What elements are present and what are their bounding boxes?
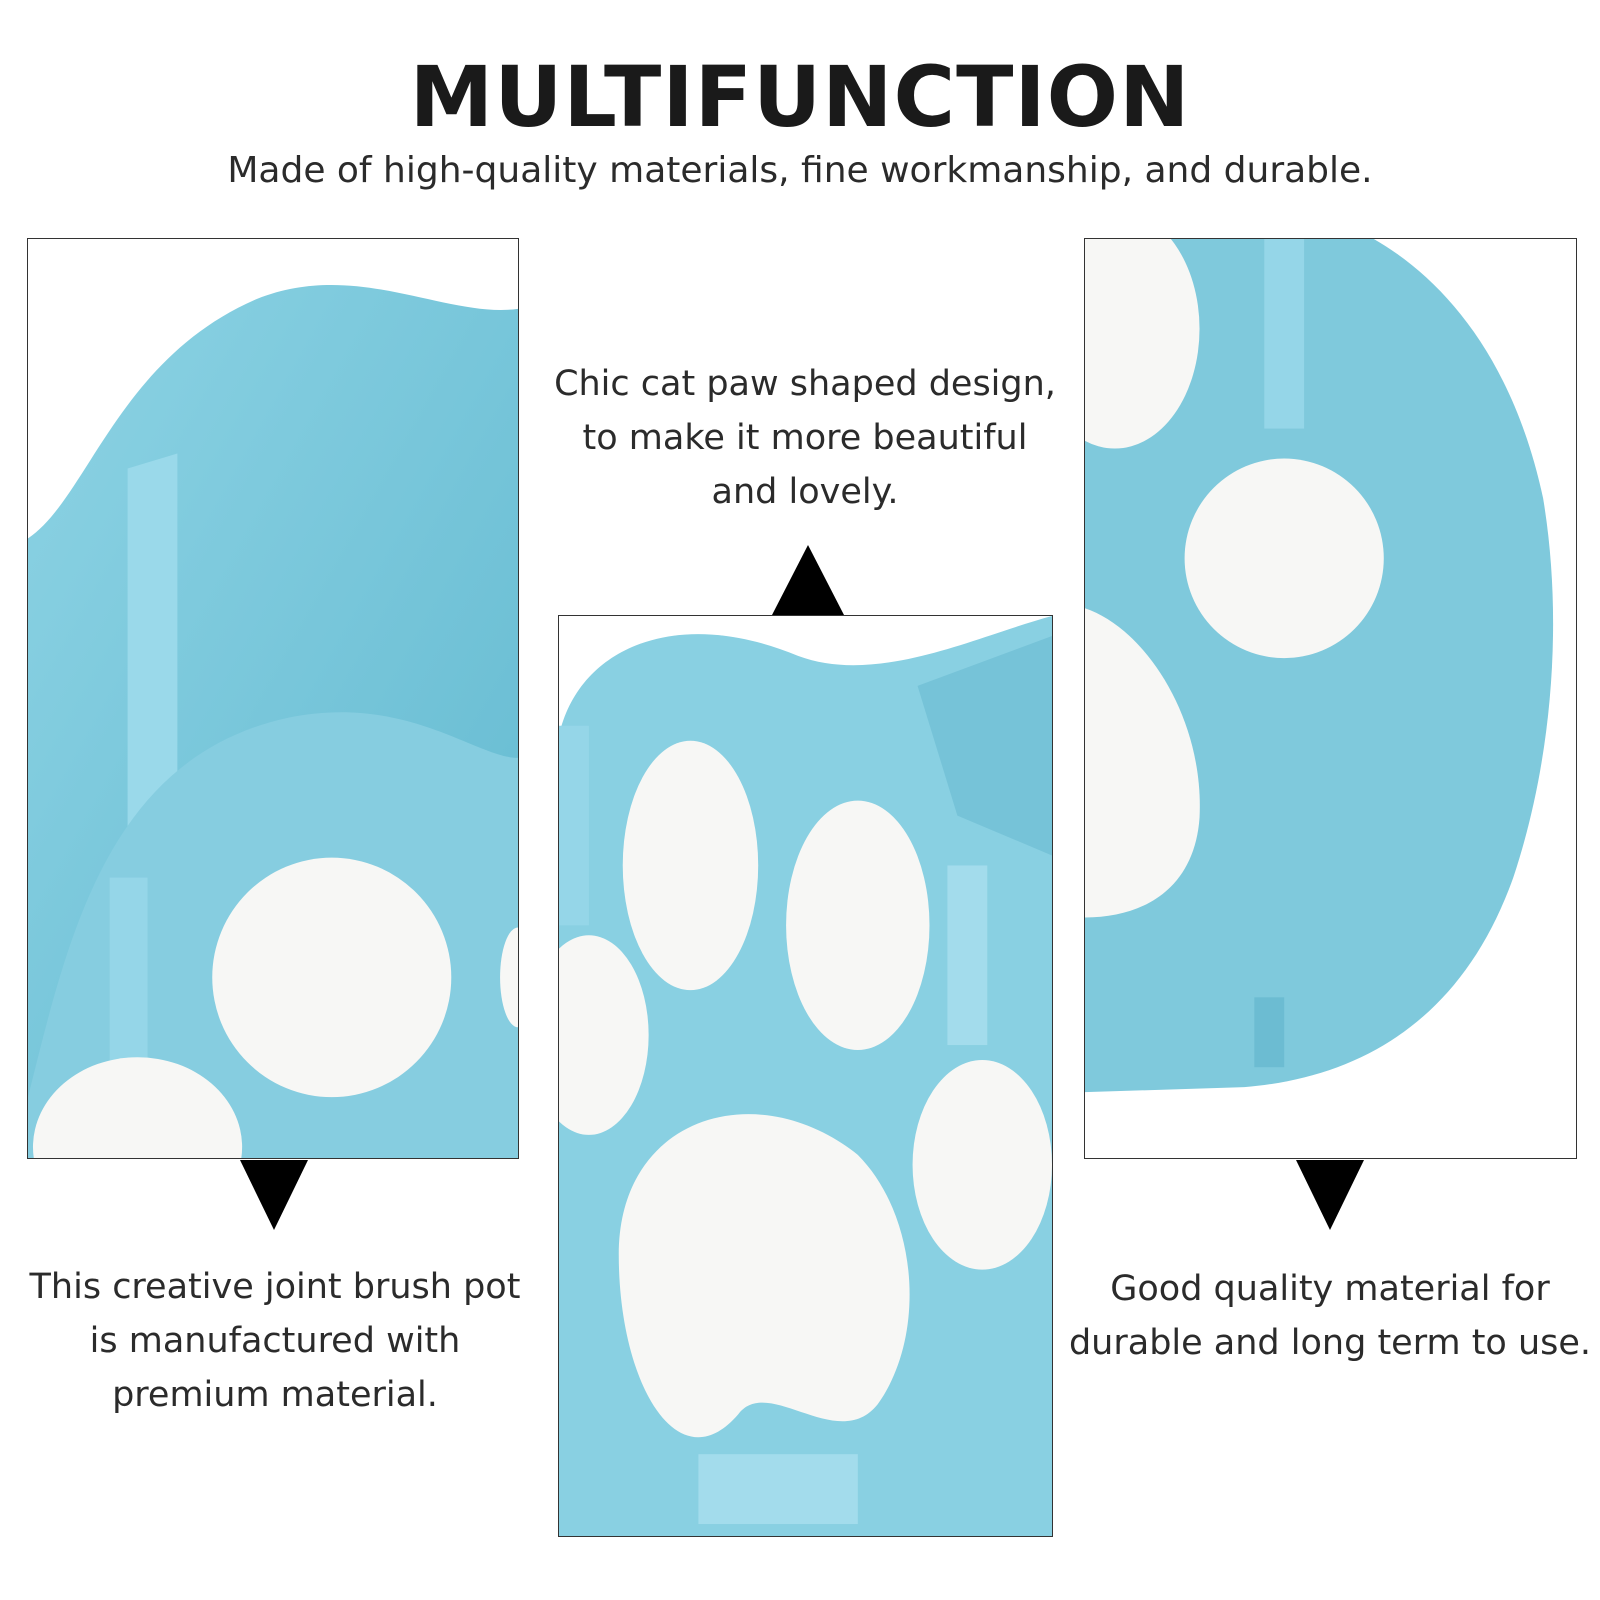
product-photo-center: [558, 615, 1053, 1537]
arrow-down-right: [1296, 1160, 1364, 1230]
page-title: MULTIFUNCTION: [409, 48, 1191, 146]
arrow-down-left: [240, 1160, 308, 1230]
caption-right: Good quality material for durable and lo…: [1068, 1269, 1592, 1363]
caption-left: This creative joint brush pot is manufac…: [29, 1267, 521, 1415]
paw-front-illustration: [559, 616, 1052, 1536]
product-photo-right: [1084, 238, 1577, 1159]
product-photo-left: [27, 238, 519, 1159]
caption-center: Chic cat paw shaped design, to make it m…: [554, 364, 1056, 512]
arrow-up-center: [772, 545, 844, 615]
page-subtitle: Made of high-quality materials, fine wor…: [227, 150, 1373, 191]
paw-closeup-illustration: [1085, 239, 1554, 1093]
brush-pot-side-illustration: [28, 285, 518, 1158]
